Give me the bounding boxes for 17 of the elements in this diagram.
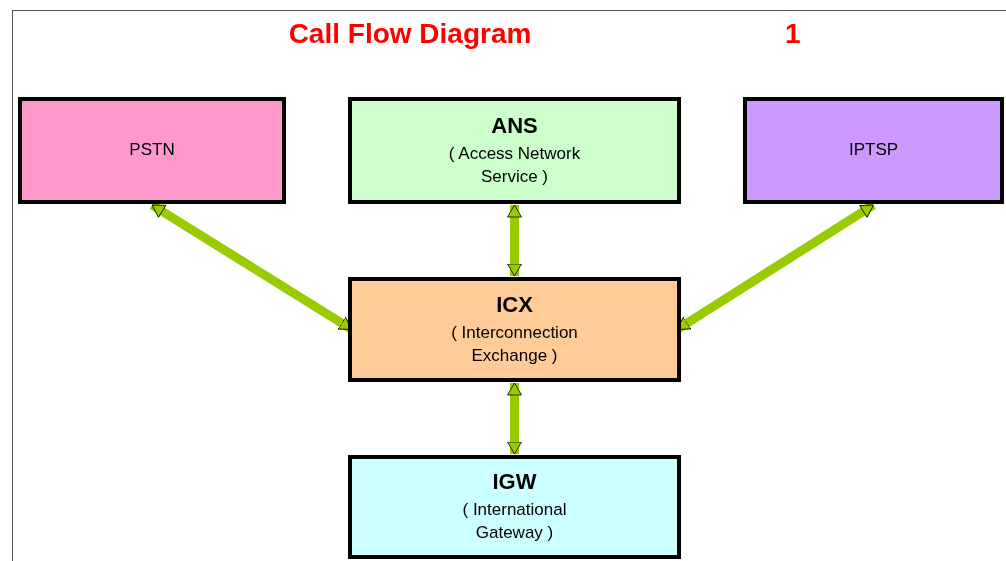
network-box bbox=[743, 97, 1004, 204]
box-text: ( Access Network Service ) bbox=[447, 142, 582, 188]
network-box bbox=[18, 97, 286, 204]
network-box bbox=[348, 455, 681, 559]
box-heading: IGW bbox=[492, 469, 537, 496]
box-text: ( Interconnection Exchange ) bbox=[450, 321, 579, 367]
box-heading: ANS bbox=[491, 112, 538, 139]
double-arrow bbox=[507, 382, 522, 455]
diagram-title: Call Flow Diagram bbox=[287, 18, 533, 50]
network-box bbox=[348, 277, 681, 382]
double-arrow bbox=[507, 204, 522, 277]
network-box bbox=[348, 97, 681, 204]
box-text: PSTN bbox=[129, 139, 175, 162]
box-heading: ICX bbox=[496, 291, 533, 318]
page-number: 1 bbox=[785, 18, 801, 50]
box-text: ( International Gateway ) bbox=[461, 499, 568, 544]
box-text: IPTSP bbox=[848, 139, 899, 162]
